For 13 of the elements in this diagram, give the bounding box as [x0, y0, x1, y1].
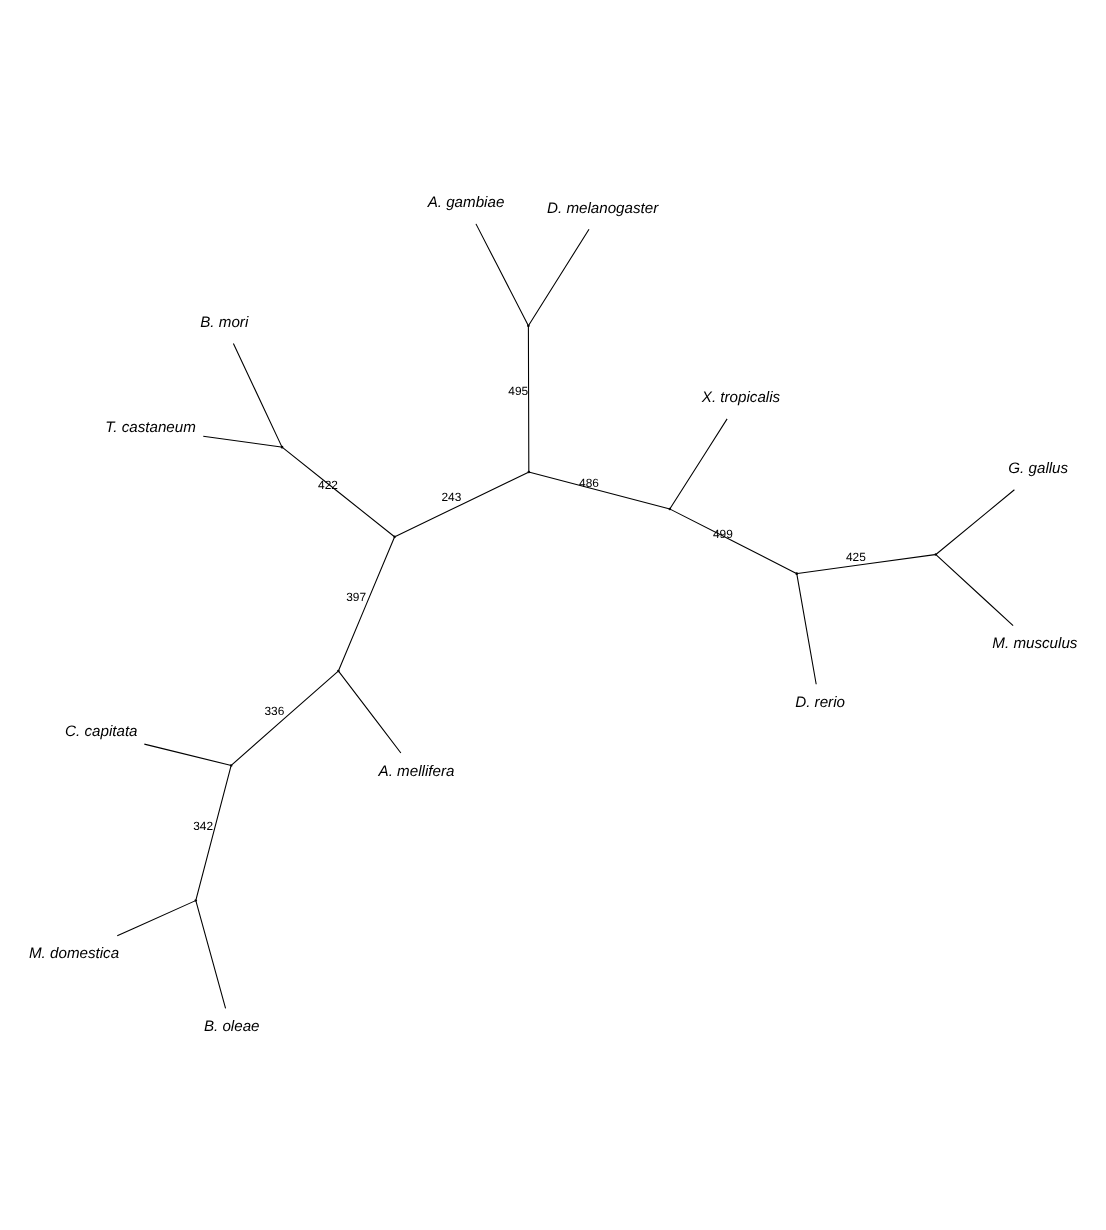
node-point	[668, 506, 672, 510]
node-point	[934, 552, 938, 555]
node-point	[337, 668, 340, 672]
node-point	[194, 898, 198, 901]
node-point	[795, 571, 799, 574]
connector	[528, 227, 590, 325]
connector	[475, 222, 529, 325]
node-point	[280, 444, 284, 448]
connector	[796, 572, 817, 684]
node-point	[527, 469, 531, 473]
node-point	[393, 534, 396, 538]
node-point	[229, 763, 233, 766]
node-point	[527, 323, 530, 327]
